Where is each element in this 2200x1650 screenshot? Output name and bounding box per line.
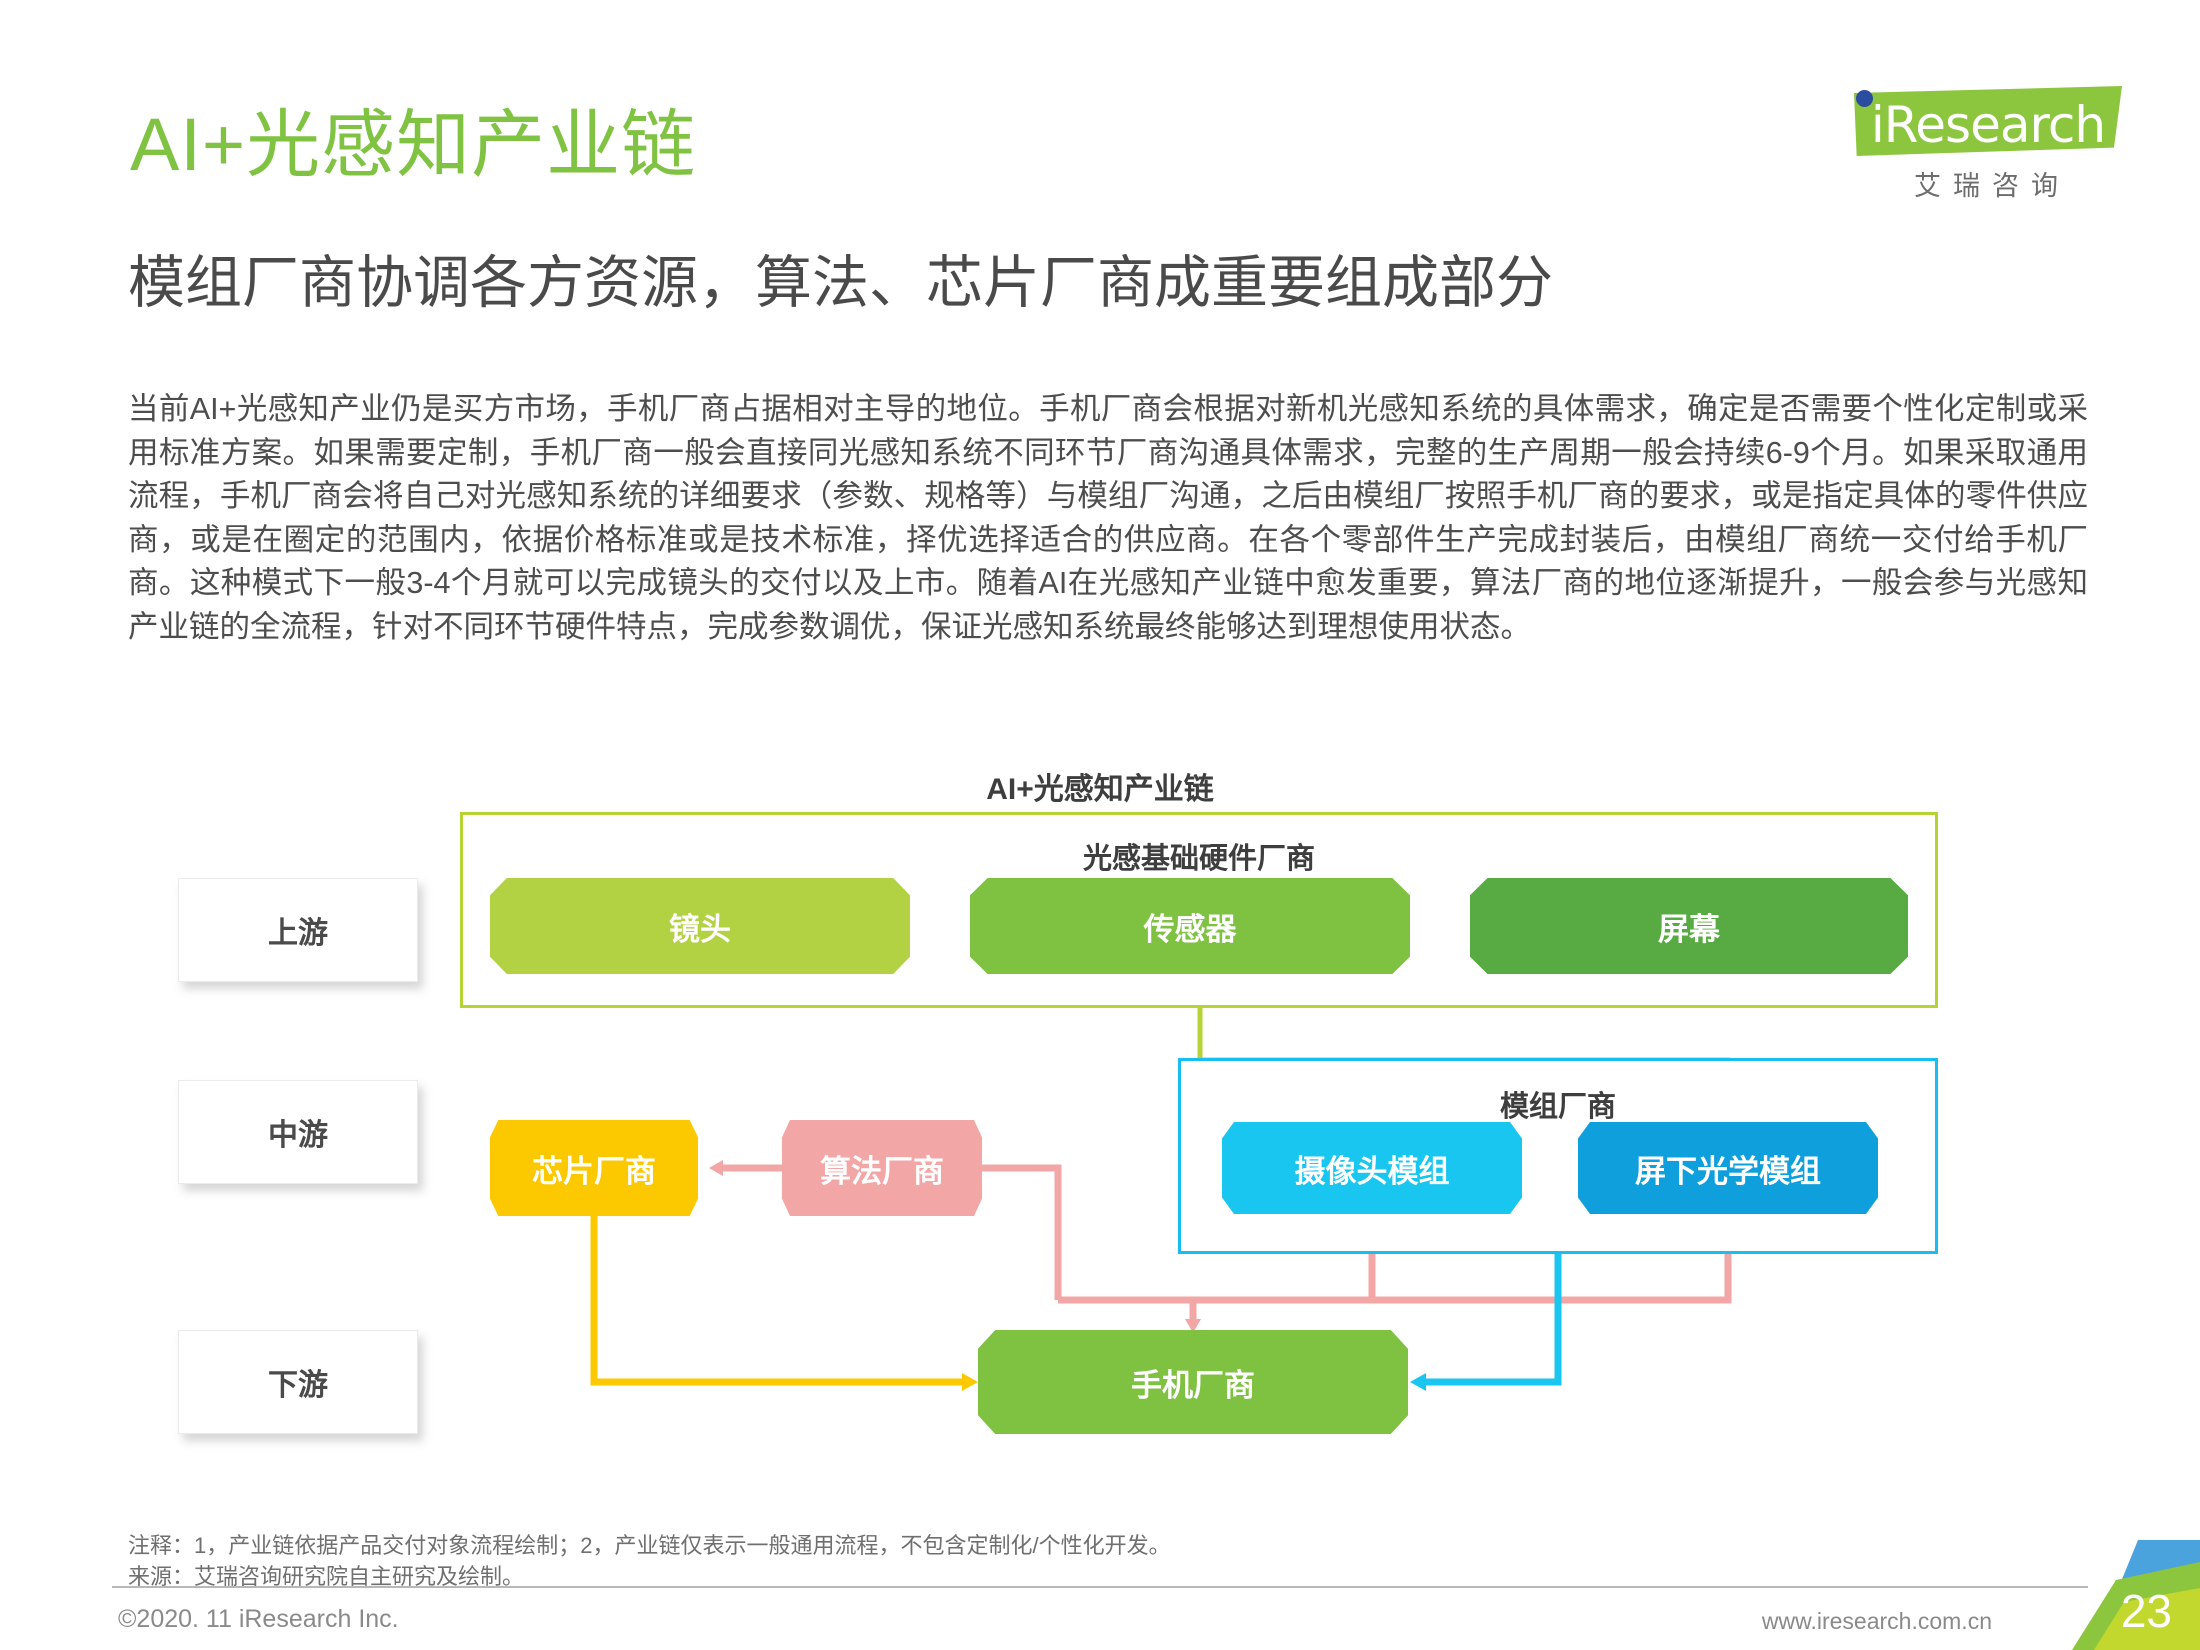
node-label: 摄像头模组	[1294, 1153, 1450, 1189]
website-url[interactable]: www.iresearch.com.cn	[1761, 1608, 1992, 1634]
node-chip-maker[interactable]: 芯片厂商	[490, 1120, 698, 1216]
node-under-screen-optical-module[interactable]: 屏下光学模组	[1578, 1122, 1878, 1214]
footnote-line-2: 来源：艾瑞咨询研究院自主研究及绘制。	[128, 1564, 525, 1589]
logo-parallelogram-shape	[1854, 86, 2122, 156]
node-label: 算法厂商	[820, 1153, 944, 1189]
node-label: 屏下光学模组	[1635, 1153, 1821, 1189]
node-screen[interactable]: 屏幕	[1470, 878, 1908, 974]
stage-chip-upstream: 上游	[178, 878, 418, 982]
body-paragraph: 当前AI+光感知产业仍是买方市场，手机厂商占据相对主导的地位。手机厂商会根据对新…	[128, 392, 2088, 644]
stage-chip-midstream: 中游	[178, 1080, 418, 1184]
node-algorithm-maker[interactable]: 算法厂商	[782, 1120, 982, 1216]
copyright-text: ©2020. 11 iResearch Inc.	[118, 1605, 399, 1633]
stage-label: 下游	[268, 1369, 328, 1402]
node-label: 镜头	[669, 911, 731, 947]
stage-chip-downstream: 下游	[178, 1330, 418, 1434]
footnotes: 注释：1，产业链依据产品交付对象流程绘制；2，产业链仅表示一般通用流程，不包含定…	[128, 1530, 1171, 1592]
iresearch-logo: iResearch 艾瑞咨询	[1832, 80, 2122, 201]
node-phone-maker[interactable]: 手机厂商	[978, 1330, 1408, 1434]
node-sensor[interactable]: 传感器	[970, 878, 1410, 974]
node-label: 芯片厂商	[532, 1153, 656, 1189]
stage-label: 中游	[268, 1119, 328, 1152]
node-label: 手机厂商	[1131, 1367, 1255, 1403]
group-title: 模组厂商	[1499, 1091, 1616, 1123]
node-label: 屏幕	[1658, 911, 1720, 947]
footnote-line-1: 注释：1，产业链依据产品交付对象流程绘制；2，产业链仅表示一般通用流程，不包含定…	[128, 1533, 1171, 1558]
page-title: AI+光感知产业链	[130, 103, 697, 186]
corner-decoration-icon	[2072, 1540, 2200, 1650]
supply-chain-diagram: AI+光感知产业链 上游 中游 下游	[0, 760, 2200, 1490]
logo-dot-icon	[1856, 90, 1873, 107]
group-title: 光感基础硬件厂商	[1082, 843, 1315, 875]
footer-divider	[112, 1586, 2088, 1588]
node-label: 传感器	[1143, 911, 1237, 947]
logo-wordmark: iResearch	[1870, 96, 2106, 154]
page-subtitle: 模组厂商协调各方资源，算法、芯片厂商成重要组成部分	[128, 251, 1553, 315]
stage-label: 上游	[268, 917, 328, 950]
node-camera-module[interactable]: 摄像头模组	[1222, 1122, 1522, 1214]
diagram-title: AI+光感知产业链	[986, 773, 1214, 806]
page-number: 23	[2120, 1585, 2172, 1637]
node-lens[interactable]: 镜头	[490, 878, 910, 974]
logo-chinese-name: 艾瑞咨询	[1914, 171, 2070, 201]
